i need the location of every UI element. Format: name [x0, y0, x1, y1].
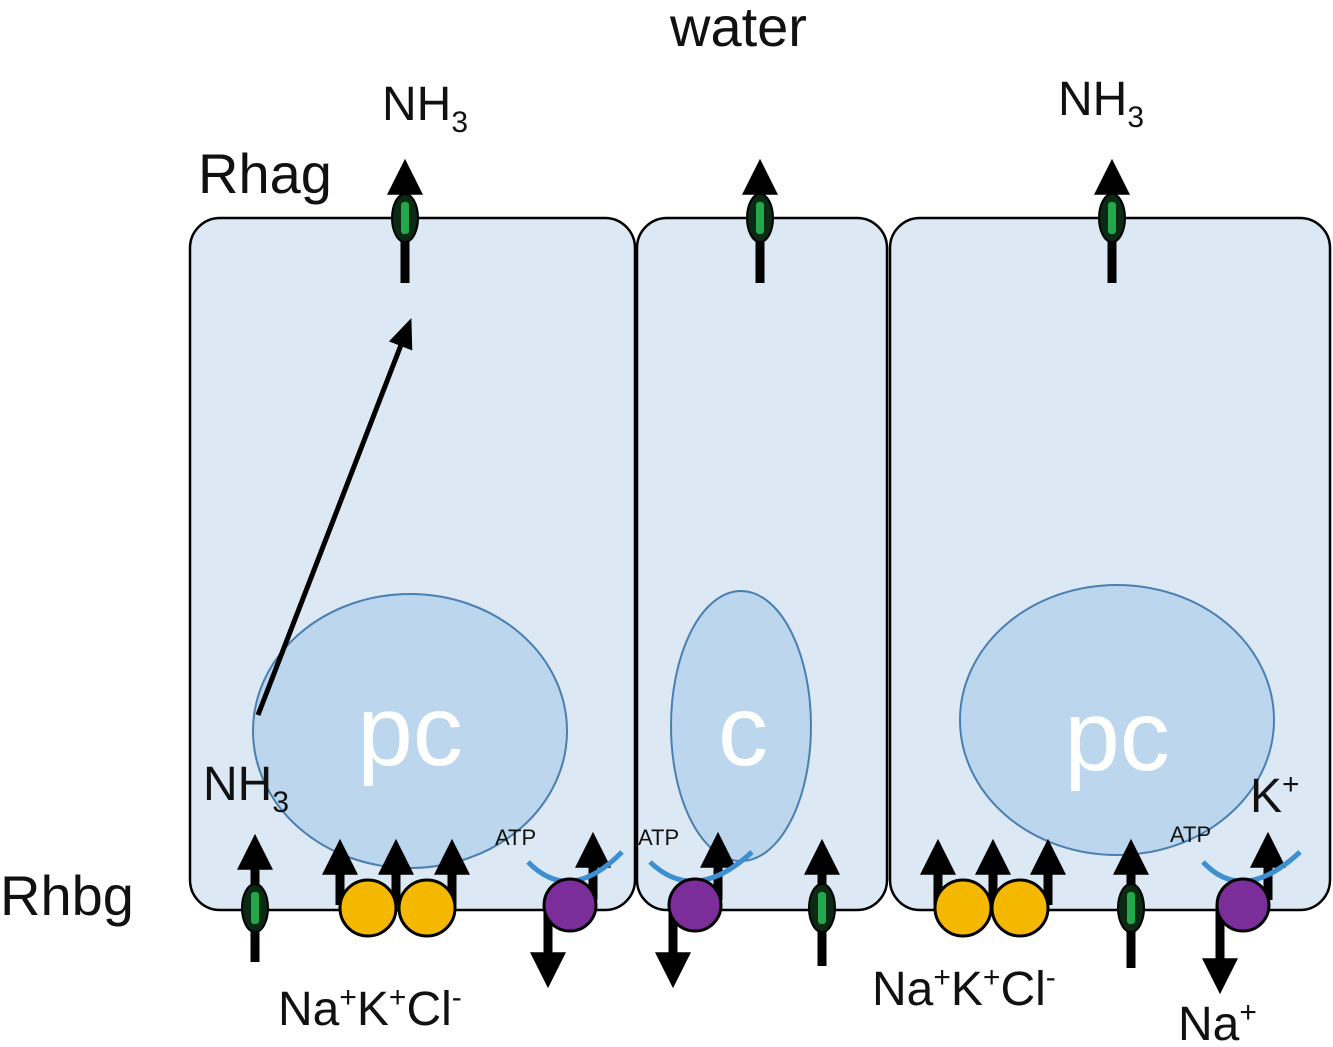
nkcc-label-right: Na+K+Cl-: [872, 961, 1056, 1016]
atp-label-middle: ATP: [638, 825, 679, 850]
atp-label-right: ATP: [1170, 822, 1211, 847]
rhbg-channel-left: [237, 833, 273, 962]
nh3-label-intracellular: NH3: [203, 758, 289, 819]
nh3-label-top-right: NH3: [1058, 73, 1144, 134]
rhag-channel-left: [387, 158, 423, 283]
nkcc-cotransporter-left: [322, 838, 470, 938]
nkcc-cotransporter-right: [920, 838, 1066, 938]
rhbg-channel-middle: [804, 838, 840, 966]
nh3-label-top-left: NH3: [382, 78, 468, 139]
water-label: water: [669, 0, 807, 58]
nkcc-label-left: Na+K+Cl-: [278, 981, 462, 1036]
intracellular-nh3-arrow: [255, 318, 413, 716]
nucleus-label-pc-left: pc: [357, 675, 463, 787]
nucleus-label-pc-right: pc: [1064, 680, 1170, 792]
k-plus-label: K+: [1250, 768, 1300, 823]
rhbg-label: Rhbg: [0, 864, 134, 927]
rhag-channel-right: [1094, 158, 1130, 283]
atp-label-left: ATP: [495, 825, 536, 850]
na-k-atpase-middle: [648, 831, 754, 989]
rhbg-channel-right: [1113, 838, 1149, 968]
rhag-channel-middle: [742, 158, 778, 283]
na-plus-label: Na+: [1178, 996, 1257, 1047]
na-k-atpase-left: [526, 831, 624, 989]
nucleus-label-c: c: [718, 675, 768, 787]
na-k-atpase-right: [1201, 831, 1302, 995]
rhag-label: Rhag: [198, 142, 332, 205]
